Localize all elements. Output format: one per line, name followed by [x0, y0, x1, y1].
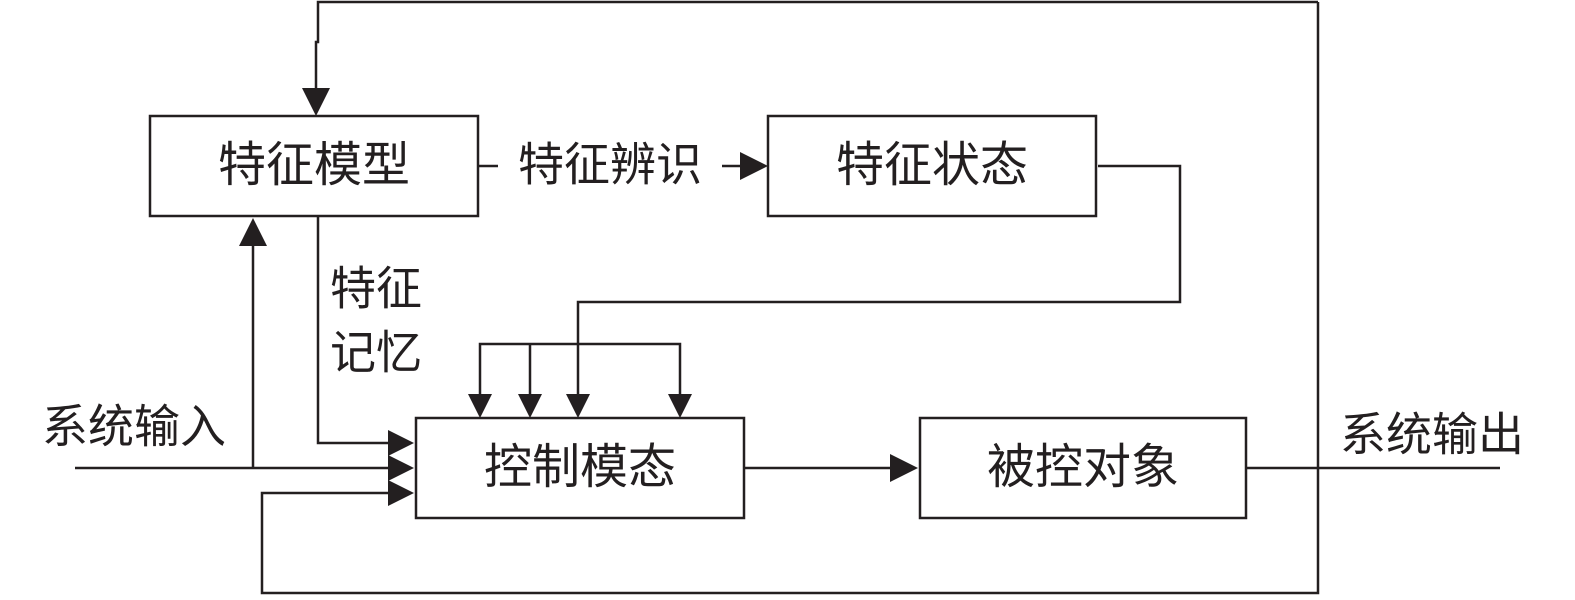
arrow-bus-1 — [468, 394, 492, 418]
feature-state-label: 特征状态 — [836, 137, 1028, 193]
arrow-into-feature-model-top — [302, 88, 330, 116]
controlled-object-block: 被控对象 — [918, 416, 1248, 520]
arrow-bus-4 — [668, 394, 692, 418]
arrow-up-into-feature-model — [239, 218, 267, 246]
control-mode-block: 控制模态 — [414, 416, 746, 520]
feature-state-block: 特征状态 — [766, 114, 1098, 218]
arrow-feature-memory-into-control — [388, 430, 414, 456]
system-input-label: 系统输入 — [42, 400, 226, 454]
feature-identification-label: 特征辨识 — [518, 138, 702, 192]
arrow-bus-2 — [518, 394, 542, 418]
feature-model-block: 特征模型 — [148, 114, 480, 218]
control-input-bus — [478, 342, 682, 398]
arrow-feedback-into-control — [388, 480, 414, 506]
arrow-system-input-into-control — [388, 455, 414, 481]
outer-feedback-line — [314, 0, 1318, 90]
arrow-into-feature-state — [740, 152, 768, 180]
feature-memory-line — [316, 216, 392, 445]
feature-memory-label-line2: 记忆 — [330, 326, 422, 380]
controlled-object-label: 被控对象 — [987, 439, 1179, 495]
arrow-bus-3 — [566, 394, 590, 418]
arrow-into-controlled-object — [890, 454, 918, 482]
feature-memory-label-line1: 特征 — [330, 262, 422, 316]
outer-feedback-right-line — [260, 2, 1320, 595]
system-output-label: 系统输出 — [1340, 408, 1524, 462]
control-mode-label: 控制模态 — [484, 439, 676, 495]
state-to-control-line — [576, 164, 1182, 398]
feature-model-label: 特征模型 — [218, 137, 410, 193]
